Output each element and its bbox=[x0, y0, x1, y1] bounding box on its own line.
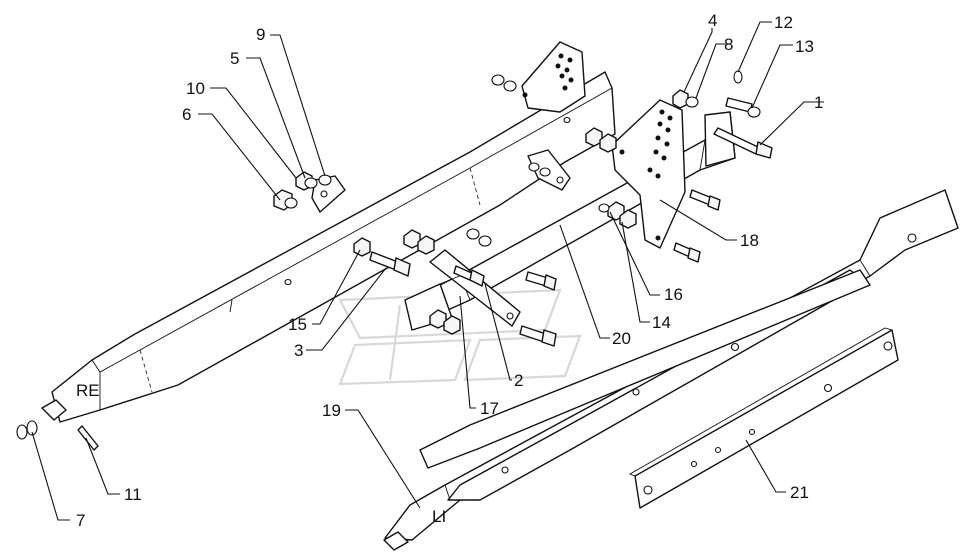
callout-14: 14 bbox=[652, 313, 671, 332]
callout-17: 17 bbox=[480, 399, 499, 418]
side-label-left: LI bbox=[432, 507, 446, 526]
callout-2: 2 bbox=[514, 371, 523, 390]
callout-21: 21 bbox=[790, 483, 809, 502]
mounting-plate-upper-left bbox=[311, 175, 346, 213]
mounting-plate-right bbox=[611, 99, 686, 249]
upper-beam-re bbox=[41, 71, 616, 423]
callout-15: 15 bbox=[288, 315, 307, 334]
middle-rail bbox=[419, 269, 871, 474]
callout-13: 13 bbox=[795, 37, 814, 56]
callout-10: 10 bbox=[186, 79, 205, 98]
callout-9: 9 bbox=[256, 25, 265, 44]
side-label-right: RE bbox=[76, 381, 100, 400]
leader-lines bbox=[31, 21, 824, 521]
callout-4: 4 bbox=[708, 11, 717, 30]
callout-12: 12 bbox=[774, 13, 793, 32]
callout-16: 16 bbox=[664, 285, 683, 304]
bracket-upper-center bbox=[521, 41, 586, 113]
callout-6: 6 bbox=[182, 105, 191, 124]
callout-20: 20 bbox=[612, 329, 631, 348]
callout-18: 18 bbox=[740, 231, 759, 250]
callout-5: 5 bbox=[230, 49, 239, 68]
callout-labels: 1 2 3 4 5 6 7 8 9 10 11 12 13 14 15 16 1… bbox=[76, 11, 823, 530]
callout-7: 7 bbox=[76, 511, 85, 530]
callout-3: 3 bbox=[294, 341, 303, 360]
callout-19: 19 bbox=[322, 401, 341, 420]
flat-bar bbox=[628, 327, 899, 509]
callout-1: 1 bbox=[814, 93, 823, 112]
callout-8: 8 bbox=[724, 35, 733, 54]
callout-11: 11 bbox=[124, 485, 142, 504]
hardware bbox=[16, 70, 773, 451]
